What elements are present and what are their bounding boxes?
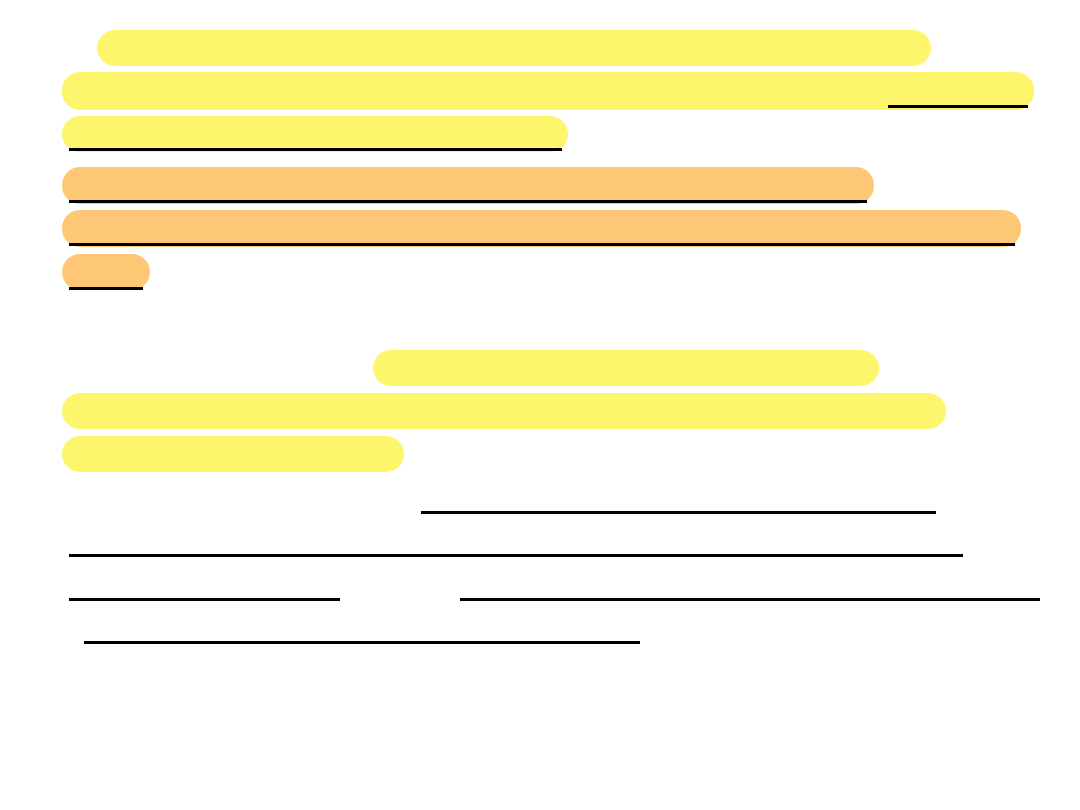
highlight-yellow-line-1: [97, 30, 931, 66]
underline-para2-line-7: [84, 641, 640, 644]
highlight-yellow-line-5: [62, 393, 946, 429]
underline-orange-line-1: [69, 200, 867, 203]
highlight-yellow-line-6: [62, 436, 404, 472]
underline-orange-line-2: [69, 243, 1015, 246]
highlight-orange-line-2: [62, 210, 1021, 247]
underline-para2-line-5: [69, 554, 963, 557]
highlight-yellow-line-3: [62, 116, 568, 152]
underline-line-3: [69, 148, 562, 151]
highlight-yellow-line-2: [62, 72, 1034, 110]
highlight-yellow-line-4: [373, 350, 879, 386]
underline-para2-line-4: [421, 511, 936, 514]
highlight-orange-line-1: [62, 167, 874, 204]
underline-para2-line-6b: [460, 598, 1040, 601]
underline-line-2: [888, 105, 1028, 108]
underline-para2-line-6a: [69, 598, 340, 601]
underline-orange-line-3: [69, 287, 143, 290]
highlight-orange-line-3: [62, 254, 150, 290]
